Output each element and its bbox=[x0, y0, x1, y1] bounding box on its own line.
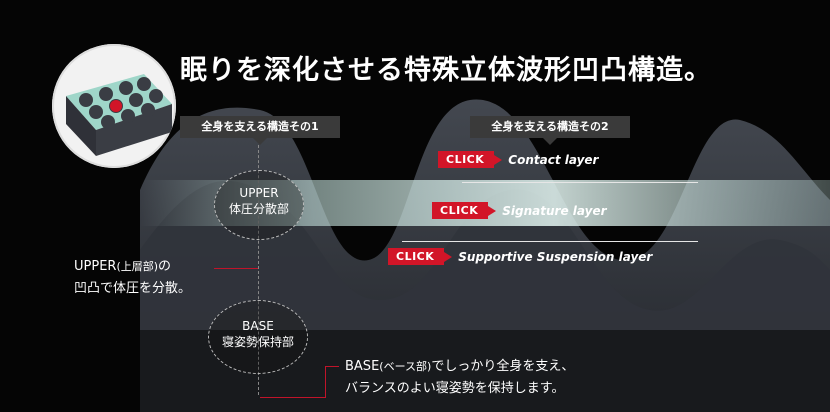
suspension-layer-line bbox=[402, 241, 698, 242]
base-note-rest: でしっかり全身を支え、 bbox=[431, 359, 575, 374]
base-pointer-vertical bbox=[325, 366, 326, 398]
click-badge[interactable]: CLICK bbox=[438, 151, 503, 168]
page-title: 眠りを深化させる特殊立体波形凹凸構造。 bbox=[180, 55, 712, 86]
contact-layer-line bbox=[462, 182, 698, 183]
contact-layer-label[interactable]: Contact layer bbox=[508, 152, 599, 167]
base-circle-title: BASE bbox=[242, 319, 274, 333]
base-pointer-top bbox=[325, 366, 339, 367]
click-badge[interactable]: CLICK bbox=[432, 202, 497, 219]
upper-pointer-line bbox=[214, 268, 258, 269]
signature-layer-link[interactable]: CLICK Signature layer bbox=[432, 202, 607, 219]
upper-note-paren: (上層部) bbox=[116, 260, 159, 273]
upper-note-line2: 凹凸で体圧を分散。 bbox=[74, 281, 192, 296]
base-pointer-horizontal bbox=[260, 397, 326, 398]
base-note-line2: バランスのよい寝姿勢を保持します。 bbox=[345, 381, 565, 396]
contact-layer-link[interactable]: CLICK Contact layer bbox=[438, 151, 598, 168]
dashed-guide-line bbox=[258, 145, 259, 395]
suspension-layer-link[interactable]: CLICK Supportive Suspension layer bbox=[388, 248, 652, 265]
upper-note-particle: の bbox=[158, 259, 172, 274]
structure-1-tag: 全身を支える構造その1 bbox=[180, 116, 340, 145]
click-badge[interactable]: CLICK bbox=[388, 248, 453, 265]
base-section-circle: BASE 寝姿勢保持部 bbox=[208, 300, 308, 374]
upper-description: UPPER(上層部)の 凹凸で体圧を分散。 bbox=[74, 256, 191, 300]
structure-2-tag: 全身を支える構造その2 bbox=[470, 116, 630, 145]
upper-circle-subtitle: 体圧分散部 bbox=[228, 202, 289, 216]
base-note-paren: (ベース部) bbox=[379, 360, 432, 373]
foam-structure-thumbnail bbox=[52, 44, 176, 168]
upper-note-term: UPPER bbox=[74, 259, 117, 274]
suspension-layer-label[interactable]: Supportive Suspension layer bbox=[458, 249, 653, 264]
signature-layer-label[interactable]: Signature layer bbox=[502, 203, 607, 218]
base-circle-subtitle: 寝姿勢保持部 bbox=[221, 335, 294, 349]
upper-section-circle: UPPER 体圧分散部 bbox=[214, 170, 304, 240]
upper-circle-title: UPPER bbox=[239, 186, 279, 200]
base-note-term: BASE bbox=[345, 359, 380, 374]
base-description: BASE(ベース部)でしっかり全身を支え、 バランスのよい寝姿勢を保持します。 bbox=[345, 356, 574, 400]
